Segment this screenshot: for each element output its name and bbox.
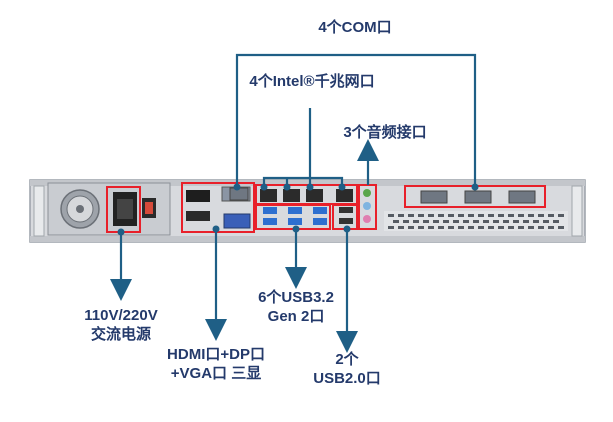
power-dot: [117, 228, 125, 236]
usb3-label: 6个USB3.2 Gen 2口: [240, 288, 352, 326]
usb-ports: [263, 207, 353, 225]
power-supply-module: [47, 182, 171, 236]
display-label-line-2: +VGA口 三显: [170, 365, 262, 382]
lan-dot-3: [306, 183, 314, 191]
audio-jacks: [363, 189, 371, 223]
display-dot: [212, 225, 220, 233]
usb3-dot: [292, 225, 300, 233]
usb2-label-line-2: USB2.0口: [313, 370, 381, 387]
display-label: HDMI口+DP口 +VGA口 三显: [150, 345, 282, 383]
usb3-label-line-2: Gen 2口: [267, 308, 325, 325]
com-callout-line: [235, 53, 477, 187]
power-label-line-2: 交流电源: [90, 326, 151, 343]
display-highlight-box: [181, 182, 255, 233]
com-ports: [229, 187, 536, 204]
vent-grille: [384, 211, 568, 231]
usb3-label-line-1: 6个USB3.2: [258, 289, 334, 306]
lan-callout-line: [262, 108, 312, 187]
audio-label: 3个音频接口: [343, 124, 427, 141]
com-dot-2: [471, 183, 479, 191]
lan-dot-4: [338, 183, 346, 191]
com-dot-1: [233, 183, 241, 191]
lan-ports: [260, 189, 353, 202]
intel-lan-label: 4个Intel®千兆网口: [249, 73, 375, 90]
power-label: 110V/220V 交流电源: [56, 306, 186, 344]
usb2-label: 2个 USB2.0口: [296, 350, 398, 388]
usb2-label-line-1: 2个: [335, 351, 359, 368]
com-ports-label: 4个COM口: [318, 19, 392, 36]
lan-dot-1: [260, 183, 268, 191]
display-label-line-1: HDMI口+DP口: [167, 346, 265, 363]
lan-dot-2: [283, 183, 291, 191]
usb2-dot: [343, 225, 351, 233]
power-label-line-1: 110V/220V: [84, 307, 158, 324]
